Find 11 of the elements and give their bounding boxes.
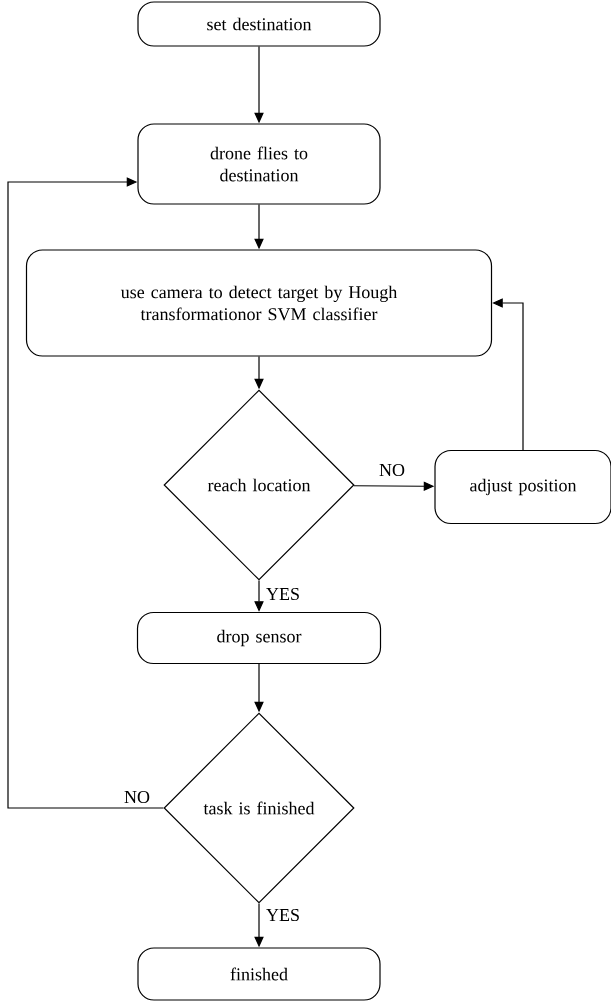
process-box: set destination [137, 1, 381, 47]
edge-label: NO [377, 462, 407, 478]
process-box: drone flies to destination [137, 123, 381, 205]
process-box: finished [137, 947, 381, 1001]
process-box: use camera to detect target by Hough transformationor SVM classifier [25, 249, 493, 357]
arrow [7, 177, 164, 809]
edge-label: YES [264, 586, 302, 602]
process-box: drop sensor [136, 611, 382, 665]
process-box: adjust position [434, 449, 611, 525]
edge-label: NO [122, 789, 152, 805]
edge-label: YES [264, 907, 302, 923]
